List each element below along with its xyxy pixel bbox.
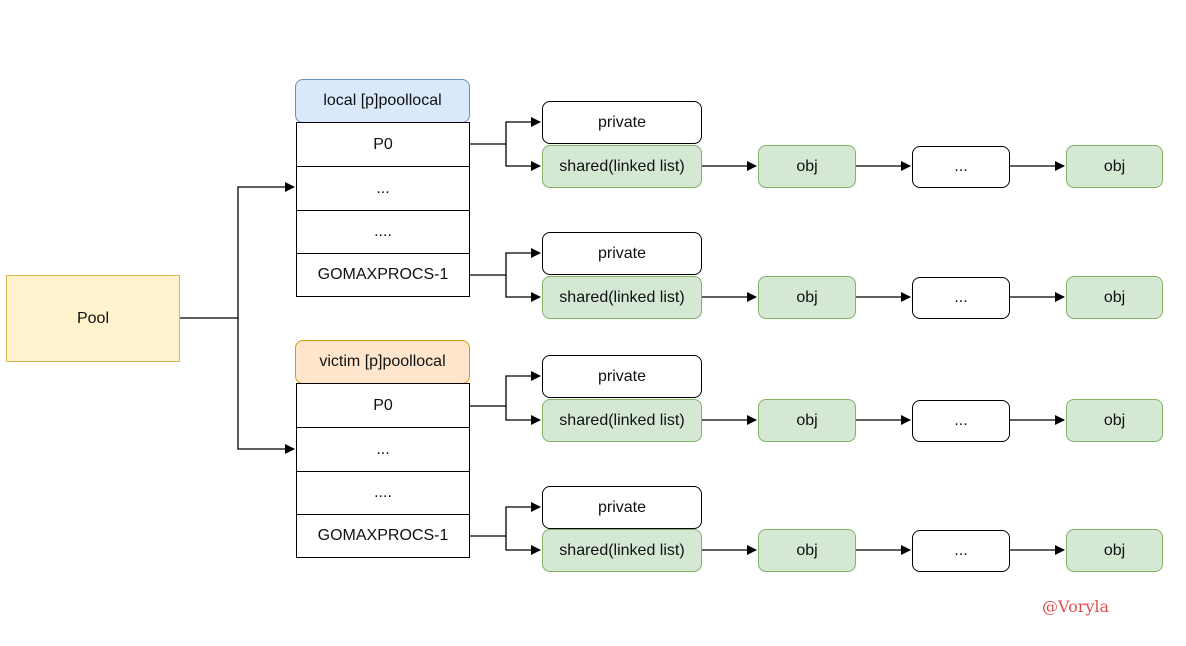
ellipsis-label: ... xyxy=(954,412,968,429)
watermark: @Voryla xyxy=(1042,597,1110,616)
private-box: private xyxy=(542,232,702,275)
shared-label: shared(linked list) xyxy=(559,157,685,175)
ellipsis-label: ... xyxy=(954,158,968,175)
private-label: private xyxy=(597,244,647,262)
cell-label: P0 xyxy=(373,396,393,414)
victim-header-label: victim [p]poollocal xyxy=(319,353,446,370)
cell-label: P0 xyxy=(373,135,393,153)
obj-box: obj xyxy=(1066,399,1163,442)
obj-label: obj xyxy=(1103,157,1126,175)
obj-label: obj xyxy=(796,411,818,429)
local-cell-ellipsis: ... xyxy=(296,166,470,211)
victim-cell-ellipsis-2: .... xyxy=(296,471,470,515)
local-header-label: local [p]poollocal xyxy=(323,92,442,109)
obj-label: obj xyxy=(1103,541,1126,559)
cell-label: ... xyxy=(376,179,390,197)
ellipsis-box: ... xyxy=(912,530,1010,572)
local-header: local [p]poollocal xyxy=(295,79,470,123)
cell-label: GOMAXPROCS-1 xyxy=(317,527,449,544)
ellipsis-label: ... xyxy=(954,289,968,306)
local-cell-ellipsis-2: .... xyxy=(296,210,470,254)
cell-label: .... xyxy=(374,223,392,240)
shared-box: shared(linked list) xyxy=(542,399,702,442)
obj-box: obj xyxy=(758,399,856,442)
private-box: private xyxy=(542,355,702,398)
victim-cell-gomaxprocs: GOMAXPROCS-1 xyxy=(296,514,470,558)
victim-header: victim [p]poollocal xyxy=(295,340,470,384)
private-box: private xyxy=(542,486,702,529)
obj-box: obj xyxy=(758,529,856,572)
pool-label: Pool xyxy=(76,309,110,327)
obj-label: obj xyxy=(796,157,818,175)
ellipsis-box: ... xyxy=(912,146,1010,188)
obj-label: obj xyxy=(796,288,818,306)
private-label: private xyxy=(597,113,647,131)
ellipsis-box: ... xyxy=(912,400,1010,442)
local-cell-gomaxprocs: GOMAXPROCS-1 xyxy=(296,253,470,297)
obj-box: obj xyxy=(758,145,856,188)
shared-label: shared(linked list) xyxy=(559,411,685,429)
cell-label: GOMAXPROCS-1 xyxy=(317,266,449,283)
obj-label: obj xyxy=(1103,288,1126,306)
obj-label: obj xyxy=(796,541,818,559)
victim-cell-p0: P0 xyxy=(296,383,470,428)
obj-box: obj xyxy=(1066,529,1163,572)
private-label: private xyxy=(597,367,647,385)
pool-node: Pool xyxy=(6,275,180,362)
shared-box: shared(linked list) xyxy=(542,145,702,188)
ellipsis-label: ... xyxy=(954,542,968,559)
obj-label: obj xyxy=(1103,411,1126,429)
obj-box: obj xyxy=(1066,145,1163,188)
obj-box: obj xyxy=(1066,276,1163,319)
shared-label: shared(linked list) xyxy=(559,288,685,306)
private-box: private xyxy=(542,101,702,144)
local-cell-p0: P0 xyxy=(296,122,470,167)
victim-cell-ellipsis: ... xyxy=(296,427,470,472)
obj-box: obj xyxy=(758,276,856,319)
shared-box: shared(linked list) xyxy=(542,276,702,319)
ellipsis-box: ... xyxy=(912,277,1010,319)
shared-label: shared(linked list) xyxy=(559,541,685,559)
cell-label: .... xyxy=(374,484,392,501)
cell-label: ... xyxy=(376,440,390,458)
private-label: private xyxy=(597,498,647,516)
shared-box: shared(linked list) xyxy=(542,529,702,572)
